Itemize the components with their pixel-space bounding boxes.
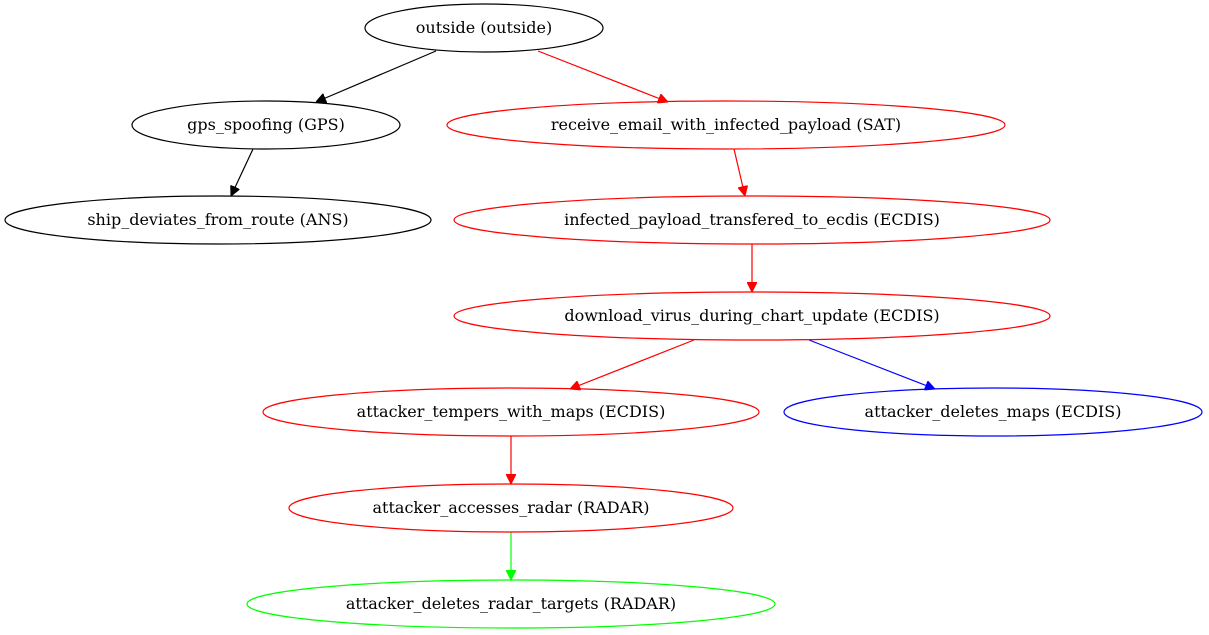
node-ellipse: [783, 387, 1203, 437]
node-label: ship_deviates_from_route (ANS): [87, 210, 348, 229]
nodes-layer: outside (outside) gps_spoofing (GPS) recei…: [4, 3, 1203, 629]
node-ellipse: [246, 579, 776, 629]
node-label: download_virus_during_chart_update (ECDI…: [564, 306, 939, 325]
edge-download-to-tempers: [570, 339, 695, 389]
node-ellipse: [453, 195, 1051, 245]
edge-email-to-transfer: [733, 148, 745, 196]
node-label: attacker_deletes_maps (ECDIS): [865, 402, 1122, 421]
node-ellipse: [262, 387, 760, 437]
node-label: attacker_deletes_radar_targets (RADAR): [346, 594, 676, 613]
node-label: infected_payload_transfered_to_ecdis (EC…: [564, 210, 940, 229]
edge-download-to-deletes_maps: [808, 339, 935, 389]
node-gps: gps_spoofing (GPS): [131, 100, 401, 150]
node-label: receive_email_with_infected_payload (SAT…: [551, 115, 901, 134]
node-ellipse: [364, 3, 604, 53]
edge-outside-to-email: [537, 50, 668, 102]
node-ellipse: [446, 100, 1006, 150]
node-radar_targets: attacker_deletes_radar_targets (RADAR): [246, 579, 776, 629]
node-label: attacker_tempers_with_maps (ECDIS): [357, 402, 666, 421]
node-ship: ship_deviates_from_route (ANS): [4, 195, 432, 245]
node-deletes_maps: attacker_deletes_maps (ECDIS): [783, 387, 1203, 437]
node-outside: outside (outside): [364, 3, 604, 53]
node-radar: attacker_accesses_radar (RADAR): [288, 483, 734, 533]
node-email: receive_email_with_infected_payload (SAT…: [446, 100, 1006, 150]
node-ellipse: [288, 483, 734, 533]
node-ellipse: [4, 195, 432, 245]
node-transfer: infected_payload_transfered_to_ecdis (EC…: [453, 195, 1051, 245]
edges-layer: [231, 50, 935, 580]
node-label: attacker_accesses_radar (RADAR): [373, 498, 650, 517]
node-label: gps_spoofing (GPS): [187, 115, 345, 134]
node-ellipse: [131, 100, 401, 150]
edge-gps-to-ship: [231, 148, 254, 196]
node-download: download_virus_during_chart_update (ECDI…: [453, 291, 1051, 341]
node-ellipse: [453, 291, 1051, 341]
node-label: outside (outside): [416, 18, 552, 37]
node-tempers: attacker_tempers_with_maps (ECDIS): [262, 387, 760, 437]
edge-outside-to-gps: [316, 50, 437, 102]
